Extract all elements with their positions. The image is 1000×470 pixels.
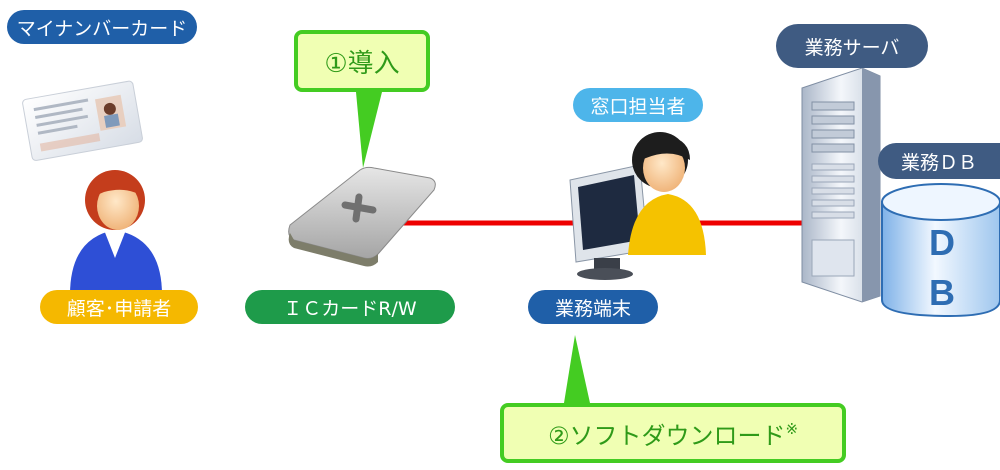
server-label: 業務サーバ: [776, 24, 928, 68]
database-cylinder-image: D B: [881, 183, 1000, 318]
step1-text: ①導入: [324, 48, 400, 79]
server-tower-image: [801, 67, 881, 303]
callout-2-pointer: [564, 335, 590, 403]
clerk-label: 窓口担当者: [573, 88, 703, 122]
terminal-computer-image: [569, 164, 649, 280]
db-text-line2: B: [929, 272, 955, 313]
customer-label: 顧客･申請者: [40, 290, 198, 324]
mynumber-card-label: マイナンバーカード: [7, 10, 197, 44]
ic-card-reader-image: [288, 166, 436, 267]
step2-callout: ②ソフトダウンロード※: [500, 403, 846, 463]
step2-footnote-mark: ※: [785, 420, 799, 438]
step1-callout: ①導入: [294, 30, 430, 92]
ic-reader-label: ＩＣカードR/W: [245, 290, 455, 324]
terminal-label: 業務端末: [528, 290, 658, 324]
db-text-line1: D: [929, 222, 955, 263]
mynumber-card-image: [22, 80, 143, 161]
step2-text: ②ソフトダウンロード: [547, 421, 786, 450]
customer-person-icon: [70, 170, 162, 295]
clerk-person-icon: [628, 132, 706, 255]
callout-1-pointer: [356, 92, 382, 168]
db-label: 業務ＤＢ: [878, 143, 1000, 179]
